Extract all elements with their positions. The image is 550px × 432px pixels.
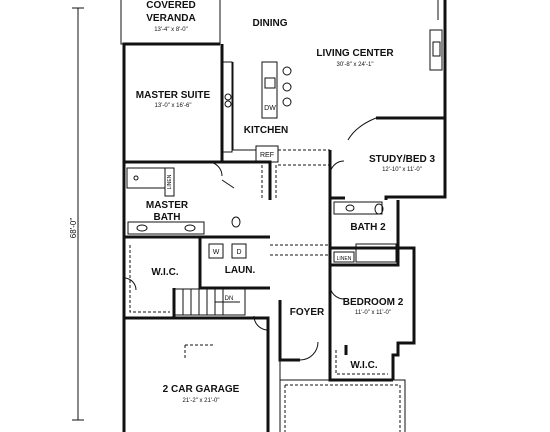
bath2-tub-icon bbox=[355, 243, 397, 263]
stair-down-label: DN bbox=[225, 296, 234, 302]
wic-bed2-name: W.I.C. bbox=[350, 360, 377, 371]
covered-veranda-name-line2: VERANDA bbox=[146, 13, 195, 24]
master-suite-name: MASTER SUITE bbox=[136, 90, 211, 101]
bathtub-icon bbox=[126, 167, 166, 189]
study-bed3-size: 12'-10" x 11'-0" bbox=[382, 167, 422, 173]
toilet-icon bbox=[231, 216, 241, 228]
linen-bath2-label: LINEN bbox=[337, 256, 352, 262]
bath2-vanity bbox=[333, 201, 384, 215]
dryer-label: D bbox=[236, 249, 241, 256]
overall-dimension-line bbox=[72, 7, 84, 421]
dishwasher-label: DW bbox=[264, 105, 276, 112]
living-center-size: 30'-8" x 24'-1" bbox=[337, 62, 374, 68]
foyer-name: FOYER bbox=[290, 307, 325, 318]
dining-name: DINING bbox=[253, 18, 288, 29]
wic-master-name: W.I.C. bbox=[151, 267, 178, 278]
kitchen-sink-icon bbox=[224, 93, 232, 108]
master-bath-name-line1: MASTER bbox=[146, 200, 189, 211]
master-bath-vanity bbox=[127, 221, 205, 235]
bedroom2-size: 11'-0" x 11'-0" bbox=[355, 310, 391, 316]
fireplace-icon bbox=[429, 29, 443, 71]
overall-depth-label: 68'-0" bbox=[69, 218, 78, 239]
laundry-name: LAUN. bbox=[225, 265, 256, 276]
covered-veranda-name-line1: COVERED bbox=[146, 0, 195, 11]
master-suite-size: 13'-0" x 16'-6" bbox=[155, 103, 192, 109]
bath2-name: BATH 2 bbox=[350, 222, 386, 233]
covered-veranda-size: 13'-4" x 8'-0" bbox=[154, 27, 188, 33]
kitchen-island bbox=[261, 61, 292, 119]
garage-size: 21'-2" x 21'-0" bbox=[183, 398, 220, 404]
garage-name: 2 CAR GARAGE bbox=[163, 384, 240, 395]
washer-label: W bbox=[213, 249, 220, 256]
refrigerator-label: REF bbox=[260, 152, 274, 159]
bedroom2-name: BEDROOM 2 bbox=[343, 297, 404, 308]
exterior-walls bbox=[120, 0, 447, 432]
study-bed3-name: STUDY/BED 3 bbox=[369, 154, 436, 165]
stair-icon bbox=[174, 288, 246, 316]
door-swings bbox=[123, 160, 345, 361]
linen-master-label: LINEN bbox=[167, 174, 173, 189]
master-bath-name-line2: BATH bbox=[153, 212, 180, 223]
living-center-name: LIVING CENTER bbox=[316, 48, 394, 59]
kitchen-name: KITCHEN bbox=[244, 125, 288, 136]
